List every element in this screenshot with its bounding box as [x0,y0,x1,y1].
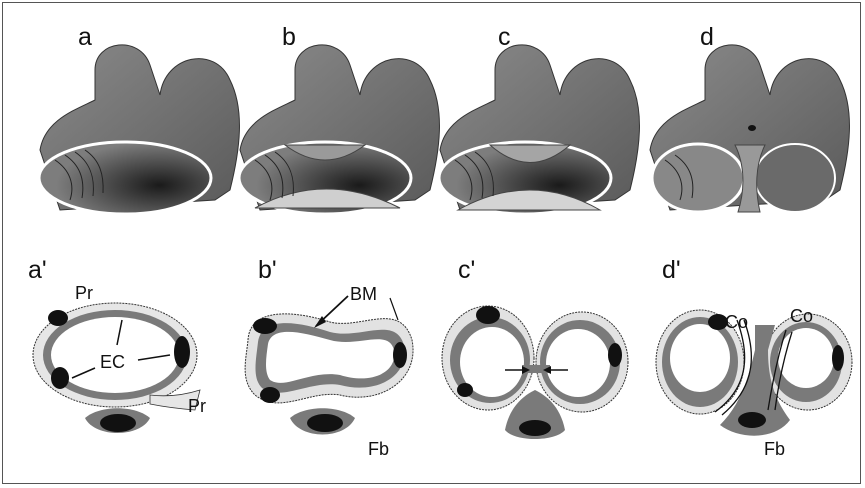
panel-label-c: c [498,23,511,51]
section-b-prime [245,296,413,435]
tube-c [439,45,639,214]
tube-d [650,45,849,212]
label-ec: EC [100,352,125,372]
label-pr-bottom: Pr [188,396,206,416]
section-c-prime [442,306,628,439]
tube-b [239,45,439,214]
panel-label-b: b [282,23,296,51]
label-fb-d: Fb [764,439,785,459]
tube-a [39,45,239,214]
section-d-prime [656,310,852,436]
label-co-right: Co [790,306,813,326]
panel-label-d: d [700,23,714,51]
panel-label-a-prime: a' [28,256,47,284]
label-co-left: Co [725,312,748,332]
panel-label-c-prime: c' [458,256,475,284]
panel-label-d-prime: d' [662,256,681,284]
label-fb-b: Fb [368,439,389,459]
label-bm: BM [350,284,377,304]
label-pr-top: Pr [75,283,93,303]
panel-label-a: a [78,23,92,51]
panel-label-b-prime: b' [258,256,277,284]
